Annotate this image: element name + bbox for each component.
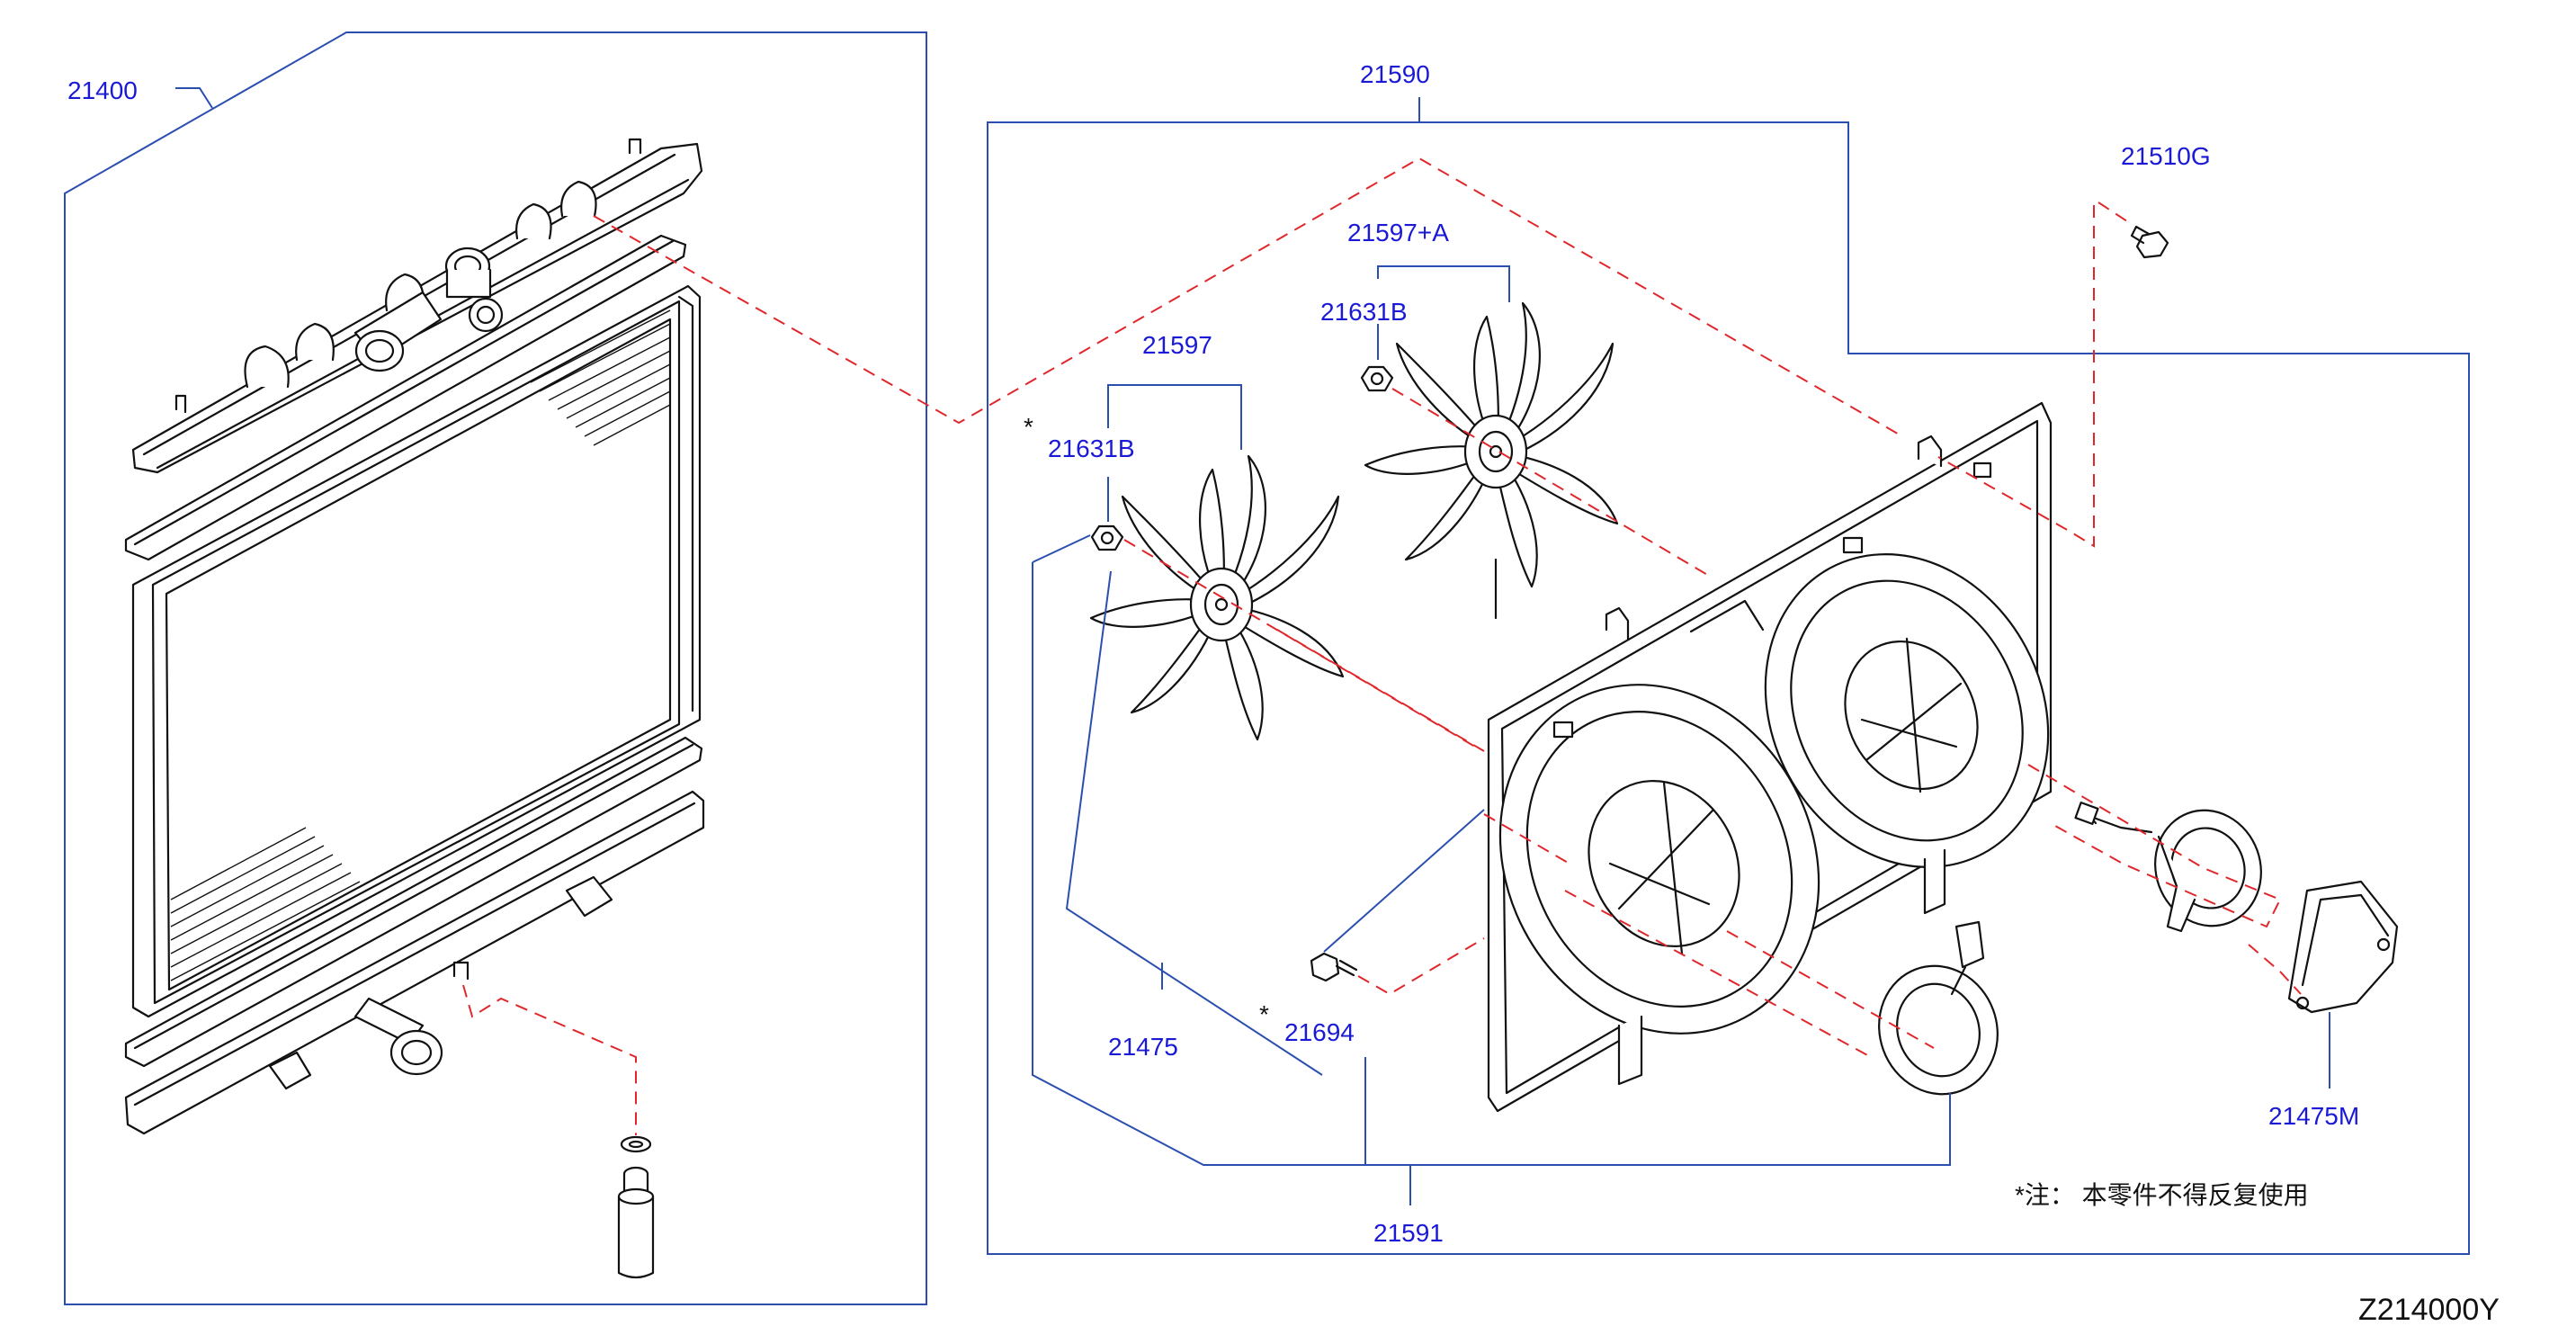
- fan-shroud: [1487, 401, 2053, 1113]
- radiator-drain-plug: [617, 1135, 655, 1279]
- radiator-group: [64, 31, 927, 1305]
- fan-group-outline: [987, 121, 2470, 1255]
- label-21510g: 21510G: [2121, 142, 2211, 170]
- fan-motor-center: [1878, 920, 1999, 1096]
- note-text: *注： 本零件不得反复使用: [2015, 1181, 2309, 1209]
- label-21591: 21591: [1373, 1219, 1444, 1247]
- fan-blade-upper: [1364, 265, 1619, 620]
- fan-left-dash: [1123, 539, 1476, 748]
- label-21400: 21400: [67, 76, 138, 104]
- label-21597: 21597: [1142, 331, 1212, 359]
- diagram-code: Z214000Y: [2358, 1293, 2500, 1327]
- leader-21475: [1065, 570, 1323, 1076]
- radiator-upper-tank: [131, 138, 703, 474]
- radiator-group-outline: [64, 31, 927, 1305]
- drain-dash-line: [462, 984, 637, 1135]
- asterisk-2: *: [1259, 1000, 1269, 1028]
- leader-21591: [1032, 534, 1951, 1166]
- radiator-fin-lines: [170, 309, 671, 981]
- label-21597a: 21597+A: [1347, 219, 1449, 246]
- fan-left-hub: [1189, 567, 1254, 642]
- label-21590: 21590: [1360, 60, 1430, 88]
- label-21475: 21475: [1108, 1033, 1178, 1061]
- radiator-to-fan-dash: [593, 157, 1903, 437]
- screw-21694: [1310, 952, 1358, 982]
- bolt-21510g-dash: [1937, 202, 2131, 548]
- radiator-core: [131, 284, 702, 1018]
- label-21631b-left: 21631B: [1048, 435, 1135, 462]
- label-21475m: 21475M: [2268, 1102, 2359, 1130]
- label-21694: 21694: [1284, 1018, 1355, 1046]
- radiator-lower-gasket: [124, 736, 703, 1068]
- label-21631b-top: 21631B: [1320, 298, 1408, 326]
- fan-blade-left: [1089, 384, 1345, 741]
- fan-motor-right: [2074, 802, 2262, 933]
- radiator-upper-gasket: [124, 234, 687, 561]
- nut-left: [1090, 524, 1124, 551]
- asterisk-1: *: [1024, 413, 1033, 441]
- leader-21400: [175, 87, 213, 109]
- motor-cover-21475m: [2287, 880, 2399, 1014]
- fan-upper-hub: [1463, 414, 1528, 489]
- bolt-21510g: [2130, 225, 2169, 259]
- shroud-ring-right: [1764, 553, 2050, 868]
- nut-upper: [1360, 365, 1394, 392]
- radiator-lower-tank: [124, 790, 705, 1135]
